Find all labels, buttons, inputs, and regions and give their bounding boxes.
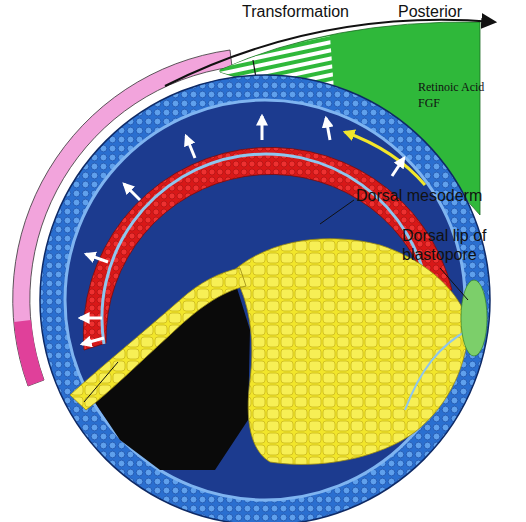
yolk-tongue [70,268,246,410]
signal-label: FGF [418,96,523,110]
signal-arrow [82,338,104,344]
signal-arrow [186,136,195,158]
signal-arrow [80,317,102,320]
axis-label: Posterior [398,2,518,21]
signal-arrow [124,184,140,200]
leader-line [320,200,354,224]
leader-line [84,362,118,402]
stage-label: Transformation [242,2,382,21]
signal-arrow [86,254,108,262]
ectoderm [40,75,490,522]
posterior-arrow [165,20,494,86]
involution-arrow [345,132,425,185]
signal-arrow [326,118,330,140]
signal-label: Retinoic Acid [418,80,523,94]
part-label: Dorsal lip of blastopore [402,226,520,264]
yolk-endoderm [232,239,468,465]
leader-line [440,268,468,300]
signal-arrow [392,158,404,176]
signal-arrow [261,116,264,140]
anterior-band-dark [14,320,44,386]
dorsal-lip [461,280,487,356]
part-label: Dorsal mesoderm [356,186,524,205]
blastopore-slit [405,330,468,410]
